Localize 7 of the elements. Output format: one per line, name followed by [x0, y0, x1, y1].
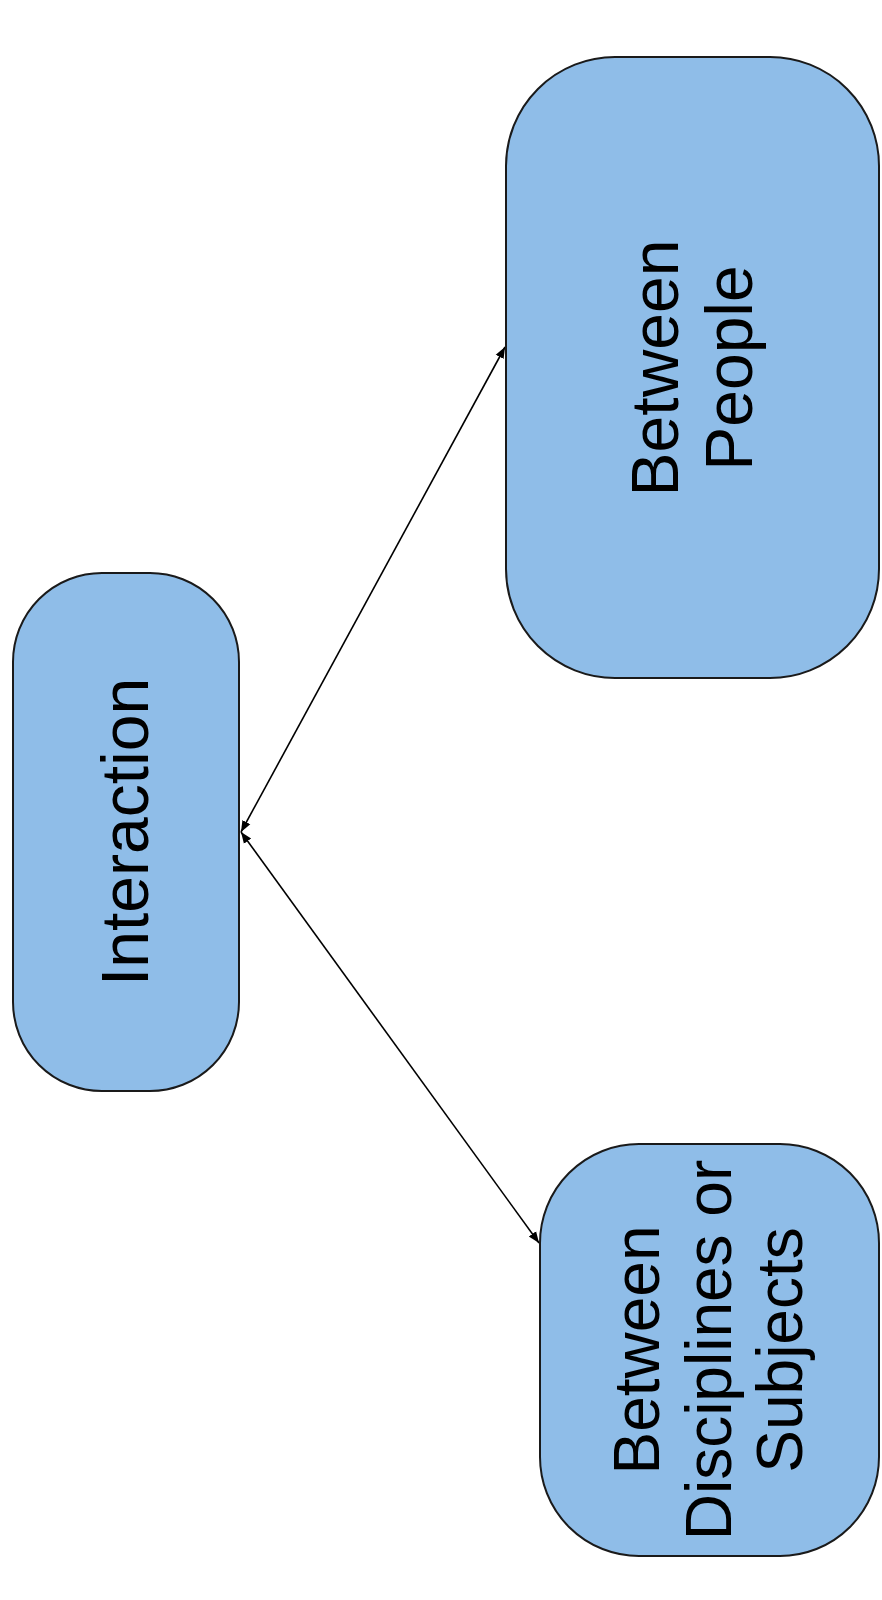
double-arrow: [240, 346, 506, 833]
double-arrow: [240, 831, 540, 1244]
box-label: Interaction: [89, 676, 163, 989]
box-label: Between Disciplines or Subjects: [602, 1158, 817, 1543]
rounded-box: [539, 1143, 880, 1557]
box-label: Between People: [618, 238, 767, 498]
rounded-box: [505, 56, 880, 679]
